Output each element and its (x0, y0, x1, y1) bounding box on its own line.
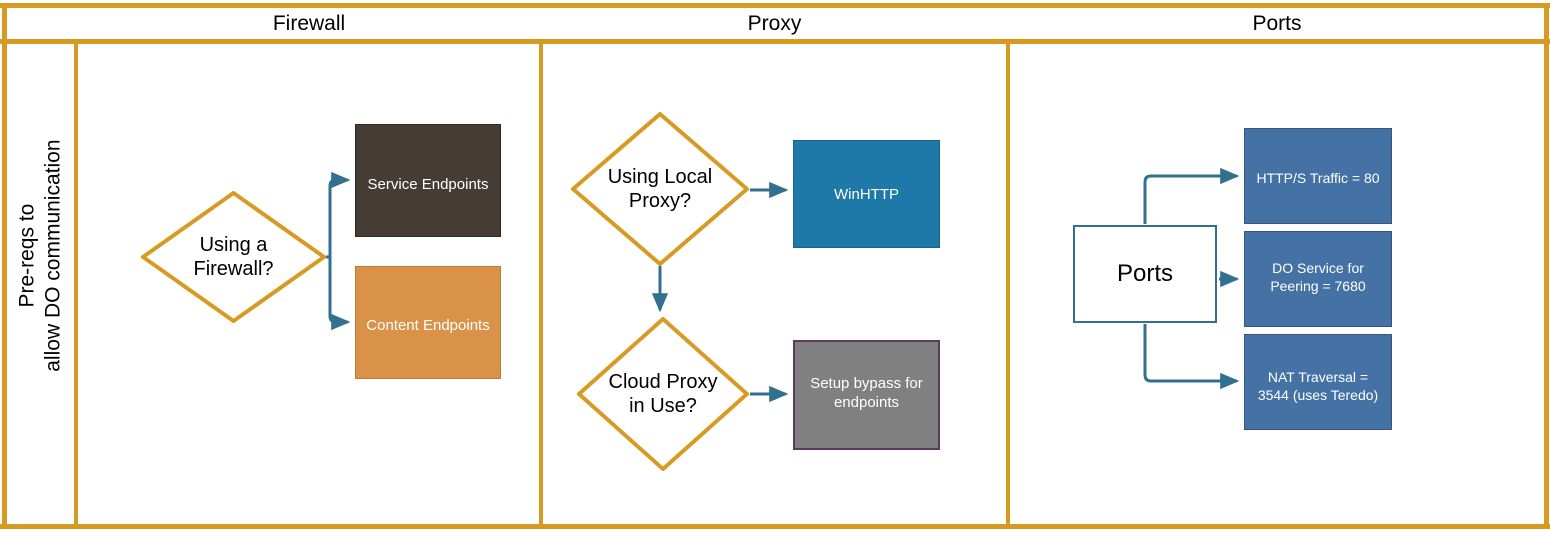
node-service-endpoints[interactable]: Service Endpoints (355, 124, 501, 237)
diamond-shape-cloud-proxy (577, 317, 749, 471)
decision-label-cloud-proxy: Cloud Proxy in Use? (608, 370, 718, 417)
node-port-do-service-peering[interactable]: DO Service for Peering = 7680 (1244, 231, 1392, 327)
diamond-shape-local-proxy (571, 112, 749, 266)
frame-right-border (1544, 3, 1549, 529)
node-label-setup-bypass: Setup bypass for endpoints (810, 375, 923, 412)
connector-firewall-split (326, 171, 351, 331)
decision-label-local-proxy: Using Local Proxy? (607, 165, 713, 212)
decision-label-firewall: Using a Firewall? (193, 233, 274, 280)
node-port-nat-traversal[interactable]: NAT Traversal = 3544 (uses Teredo) (1244, 334, 1392, 430)
diamond-shape-firewall (141, 191, 326, 323)
lane-header-proxy: Proxy (747, 12, 802, 35)
header-band-divider (0, 39, 1550, 44)
node-label-content-endpoints: Content Endpoints (366, 317, 490, 334)
node-label-nat-traversal: NAT Traversal = 3544 (uses Teredo) (1257, 369, 1379, 403)
row-label-prereqs: Pre-reqs to allow DO communication (15, 139, 64, 372)
node-label-do-service-peering: DO Service for Peering = 7680 (1270, 260, 1366, 294)
node-port-http-traffic[interactable]: HTTP/S Traffic = 80 (1244, 128, 1392, 224)
decision-cloud-proxy-in-use[interactable]: Cloud Proxy in Use? (577, 317, 749, 471)
lane-divider-firewall-proxy (539, 44, 543, 525)
node-content-endpoints[interactable]: Content Endpoints (355, 266, 501, 379)
lane-header-ports: Ports (1252, 12, 1302, 35)
lane-header-firewall: Firewall (272, 12, 346, 35)
node-label-ports-source: Ports (1116, 260, 1173, 287)
lane-divider-proxy-ports (1006, 44, 1010, 525)
decision-using-local-proxy[interactable]: Using Local Proxy? (571, 112, 749, 266)
node-winhttp[interactable]: WinHTTP (793, 140, 940, 248)
node-label-http-traffic: HTTP/S Traffic = 80 (1256, 170, 1380, 186)
frame-top-border (0, 3, 1550, 8)
decision-using-a-firewall[interactable]: Using a Firewall? (141, 191, 326, 323)
node-setup-bypass[interactable]: Setup bypass for endpoints (793, 340, 940, 450)
row-label-column-divider (74, 44, 78, 525)
node-ports-source[interactable]: Ports (1073, 225, 1217, 323)
frame-left-border (2, 3, 7, 529)
frame-bottom-border (0, 524, 1550, 529)
node-label-service-endpoints: Service Endpoints (367, 176, 489, 193)
node-label-winhttp: WinHTTP (834, 186, 899, 203)
